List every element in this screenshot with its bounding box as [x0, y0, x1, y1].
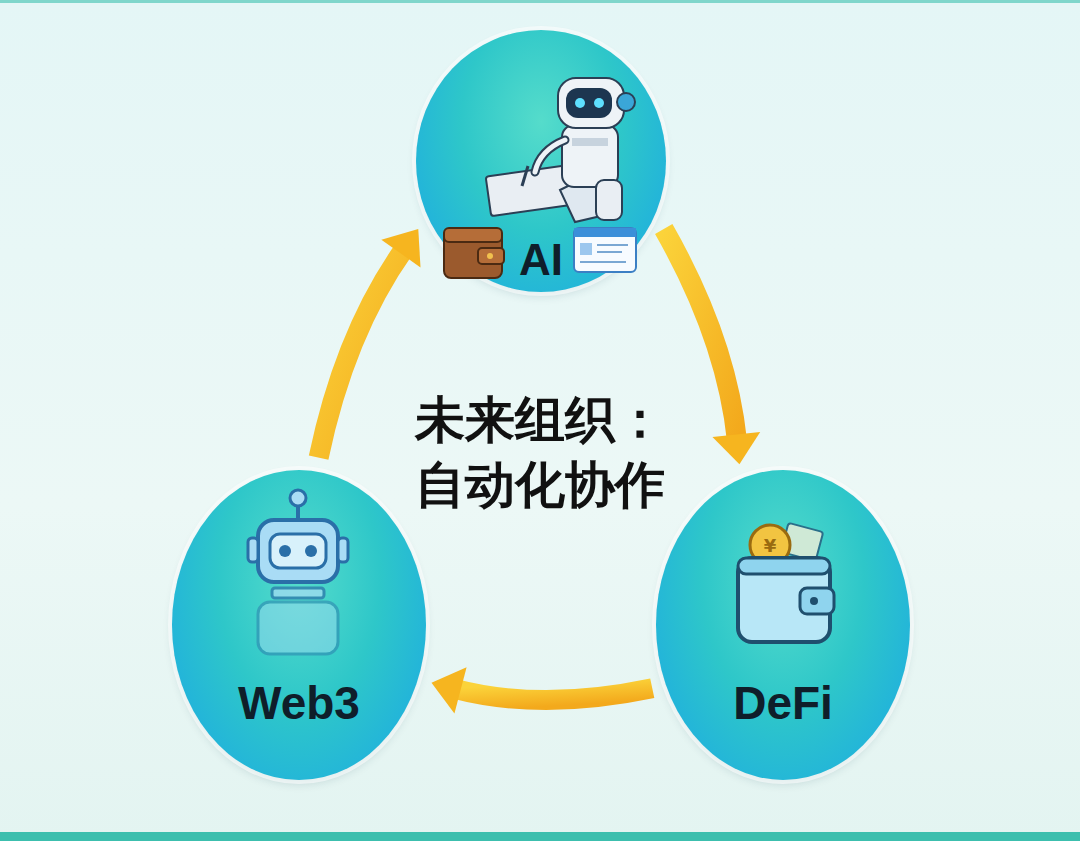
- robot-icon: [248, 490, 348, 654]
- top-band: [0, 0, 1080, 3]
- center-title: 未来组织： 自动化协作: [395, 388, 685, 518]
- wallet-icon: [444, 228, 504, 278]
- id-card-icon: [574, 228, 636, 272]
- robot-illustration: [486, 78, 635, 222]
- cycle-arrow: [319, 229, 421, 458]
- arrow-head: [381, 229, 420, 267]
- arrow-shaft: [319, 249, 405, 458]
- bottom-band: [0, 832, 1080, 841]
- wallet-icon: ¥: [738, 523, 834, 642]
- arrow-shaft: [455, 688, 653, 700]
- arrow-head: [712, 432, 760, 464]
- svg-text:¥: ¥: [764, 535, 777, 556]
- cycle-arrow: [664, 229, 760, 464]
- node-label: AI: [519, 238, 563, 282]
- cycle-arrow: [431, 667, 652, 713]
- arrow-head: [431, 667, 466, 713]
- arrow-shaft: [664, 229, 737, 440]
- node-label: DeFi: [733, 680, 833, 726]
- node-label: Web3: [238, 680, 360, 726]
